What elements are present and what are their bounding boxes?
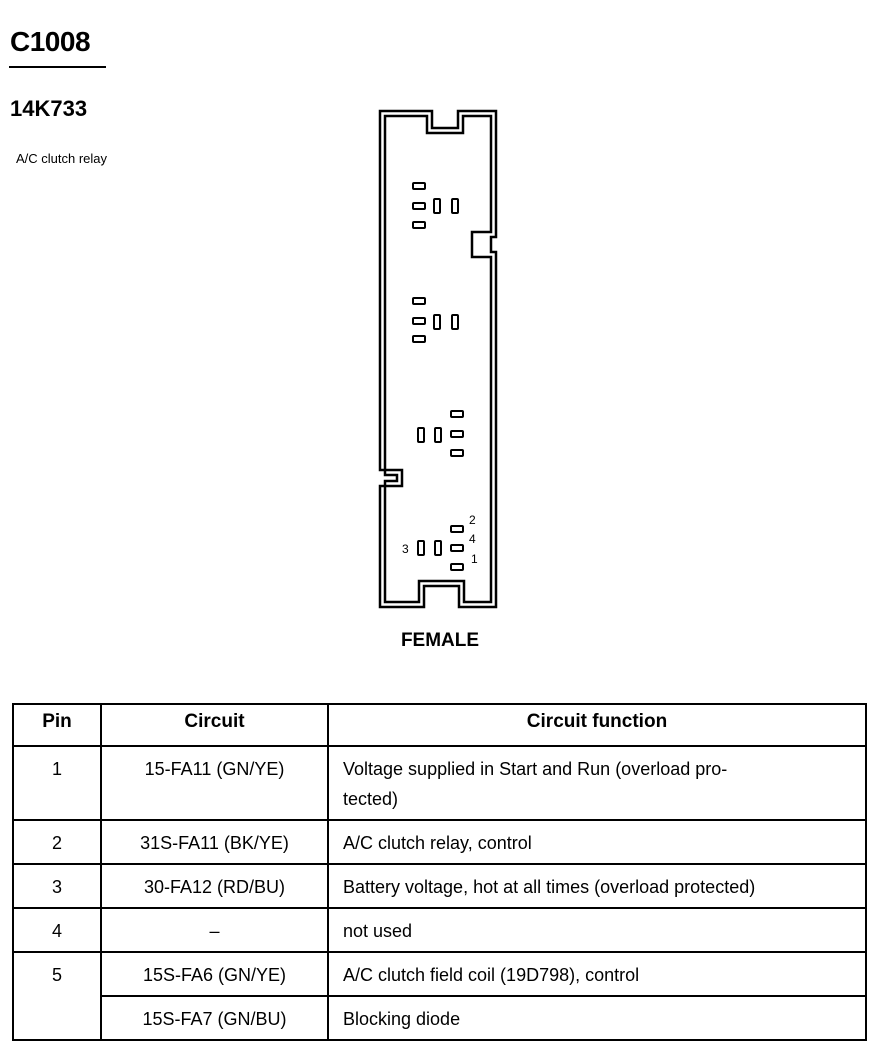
pin-cell: 1	[12, 745, 102, 821]
connector-description: A/C clutch relay	[16, 151, 108, 166]
function-cell: not used	[327, 907, 867, 953]
pin-label-3: 3	[402, 542, 409, 556]
pin-cell: 2	[12, 819, 102, 865]
pin-table: Pin Circuit Circuit function 1 15-FA11 (…	[12, 703, 867, 1041]
function-line: Voltage supplied in Start and Run (overl…	[343, 759, 728, 779]
circuit-cell: 15S-FA6 (GN/YE)	[100, 951, 329, 997]
circuit-cell: –	[100, 907, 329, 953]
function-cell: Battery voltage, hot at all times (overl…	[327, 863, 867, 909]
header-circuit-function: Circuit function	[327, 703, 867, 747]
table-row: 2 31S-FA11 (BK/YE) A/C clutch relay, con…	[12, 819, 867, 865]
title-underline	[9, 66, 106, 68]
terminal-cavities	[412, 182, 464, 571]
circuit-cell: 30-FA12 (RD/BU)	[100, 863, 329, 909]
connector-housing	[378, 109, 498, 609]
table-row: 4 – not used	[12, 907, 867, 953]
pin-cell: 4	[12, 907, 102, 953]
connector-gender: FEMALE	[400, 630, 480, 651]
pin-cell: 5	[12, 951, 102, 1041]
function-cell: Blocking diode	[327, 995, 867, 1041]
part-number: 14K733	[10, 96, 88, 121]
table-row: 15S-FA7 (GN/BU) Blocking diode	[13, 995, 867, 1041]
function-cell: Voltage supplied in Start and Run (overl…	[327, 745, 867, 821]
pin-label-2: 2	[469, 513, 476, 527]
pin-label-4: 4	[469, 532, 476, 546]
table-row: 1 15-FA11 (GN/YE) Voltage supplied in St…	[12, 745, 867, 821]
pin-label-1: 1	[471, 552, 478, 566]
table-row: 5 15S-FA6 (GN/YE) A/C clutch field coil …	[12, 951, 867, 1041]
function-cell: A/C clutch field coil (19D798), control	[327, 951, 867, 997]
function-line: tected)	[343, 789, 399, 809]
connector-face-diagram: 2 4 3 1	[378, 109, 498, 609]
function-cell: A/C clutch relay, control	[327, 819, 867, 865]
connector-id: C1008	[10, 26, 91, 57]
table-row: 3 30-FA12 (RD/BU) Battery voltage, hot a…	[12, 863, 867, 909]
pin-table-header: Pin Circuit Circuit function	[12, 703, 867, 747]
circuit-cell: 31S-FA11 (BK/YE)	[100, 819, 329, 865]
circuit-cell: 15S-FA7 (GN/BU)	[100, 995, 329, 1041]
header-circuit: Circuit	[100, 703, 329, 747]
circuit-cell: 15-FA11 (GN/YE)	[100, 745, 329, 821]
header-pin: Pin	[12, 703, 102, 747]
pin-cell: 3	[12, 863, 102, 909]
